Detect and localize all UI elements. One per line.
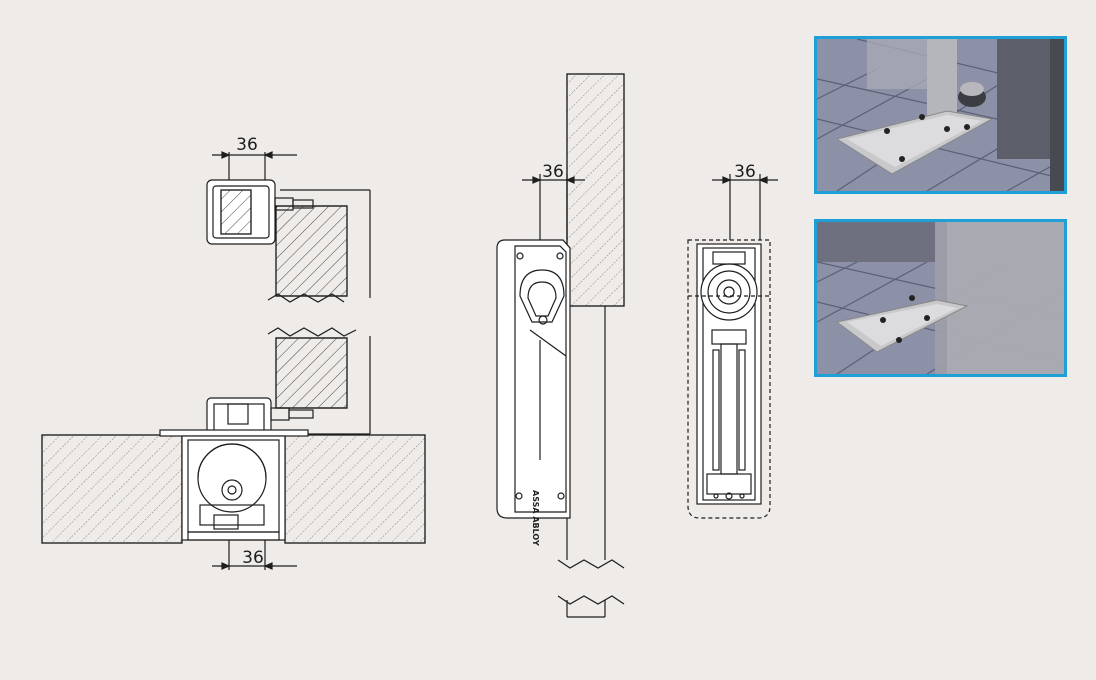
closer-side-body	[496, 239, 571, 519]
plan-view: 36	[41, 135, 426, 570]
installed-closer-photo-closed	[814, 219, 1067, 377]
floor-section	[41, 429, 426, 544]
dimension-label-side: 36	[542, 162, 564, 182]
dimension-bottom	[212, 540, 297, 570]
closer-front-body	[688, 243, 770, 505]
dimension-label-front: 36	[734, 162, 756, 182]
floor-closer-body	[181, 435, 286, 541]
dimension-top	[212, 151, 297, 180]
side-view: 36 ASSA ABLOY	[496, 73, 625, 618]
door-leaf-plan-lower	[275, 336, 371, 435]
installed-closer-photo-open	[814, 36, 1067, 194]
dimension-side	[522, 174, 585, 240]
closer-brand-label: ASSA ABLOY	[531, 490, 540, 546]
door-leaf-plan-upper	[267, 205, 357, 337]
cover-plate-outline	[687, 239, 771, 519]
closer-bracket-lower	[206, 397, 314, 439]
dimension-front	[712, 174, 778, 240]
dimension-label-plan-bottom: 36	[242, 548, 264, 568]
door-section-hatch	[566, 73, 625, 307]
dimension-label-plan-top: 36	[236, 135, 258, 155]
front-view: 36	[687, 162, 778, 519]
closer-plan-top	[206, 179, 371, 298]
